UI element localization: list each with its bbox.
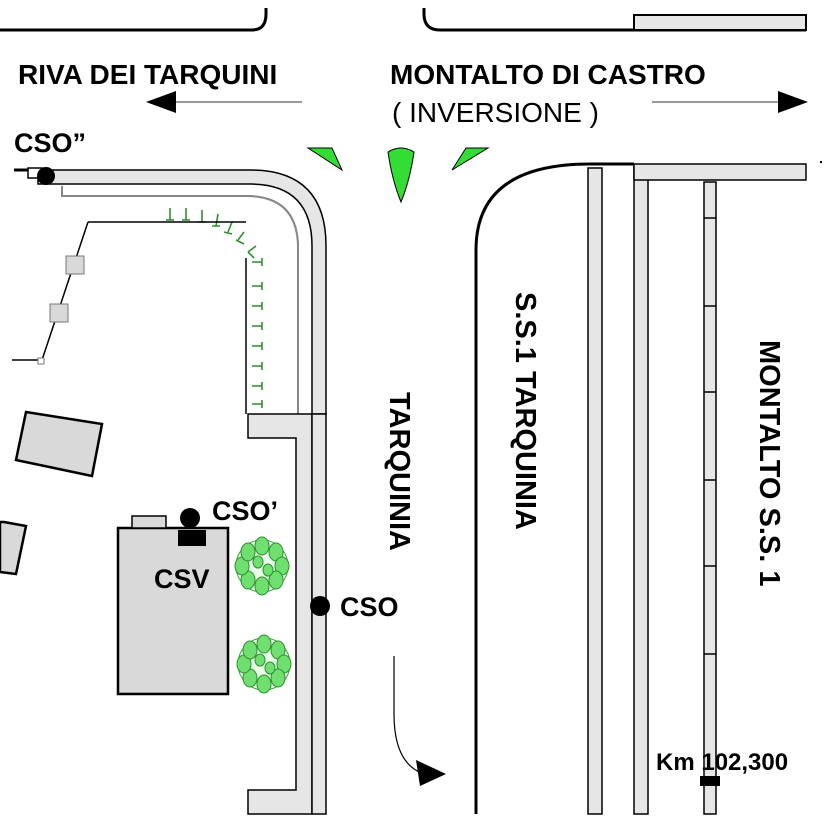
tree-icon xyxy=(236,634,292,694)
label-montalto-di-castro: MONTALTO DI CASTRO xyxy=(390,59,706,90)
label-montalto-ss1: MONTALTO S.S. 1 xyxy=(753,340,785,587)
road-top-right-strip xyxy=(633,14,807,31)
label-ss1-tarquinia: S.S.1 TARQUINIA xyxy=(509,292,541,530)
label-tarquinia: TARQUINIA xyxy=(383,392,415,551)
label-csv: CSV xyxy=(154,564,210,594)
traffic-island-right xyxy=(451,147,490,171)
flow-arrow-icon xyxy=(393,656,446,786)
grass-verge xyxy=(62,196,298,414)
fence xyxy=(12,221,246,365)
curb-right-corner xyxy=(474,162,634,814)
cso-double-prime-point xyxy=(37,167,55,185)
building-upper xyxy=(14,410,104,478)
label-cso-prime: CSO’ xyxy=(212,496,278,526)
label-inversione: ( INVERSIONE ) xyxy=(392,97,599,128)
arrow-right-icon xyxy=(652,91,808,113)
sidewalk-strip xyxy=(247,413,313,815)
cso-prime-point xyxy=(180,508,200,528)
building-left-edge xyxy=(0,520,28,576)
label-cso: CSO xyxy=(340,592,399,622)
curb-top-right xyxy=(422,8,806,32)
label-riva-dei-tarquini: RIVA DEI TARQUINI xyxy=(18,59,277,90)
traffic-island-center xyxy=(387,147,415,204)
curb-top-left xyxy=(0,8,268,32)
road-median-strip xyxy=(587,167,603,815)
tree-icon xyxy=(234,536,290,596)
road-right-top xyxy=(633,163,807,181)
railway-line xyxy=(700,181,720,815)
building-csv xyxy=(116,526,230,696)
building-csv-annex xyxy=(131,515,167,529)
label-cso-double-prime: CSO” xyxy=(14,128,86,158)
csv-connector xyxy=(178,530,206,546)
cso-point xyxy=(310,596,330,616)
arrow-left-icon xyxy=(146,91,302,113)
grass-ticks xyxy=(166,208,263,408)
road-right-strip xyxy=(633,165,649,815)
traffic-island-left xyxy=(306,147,344,172)
label-km-marker: Km 102,300 xyxy=(656,749,788,776)
